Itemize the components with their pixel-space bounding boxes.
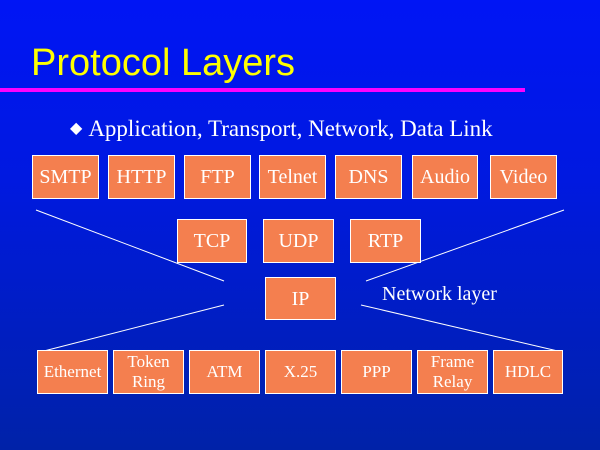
box-video: Video (490, 155, 557, 199)
box-ftp: FTP (184, 155, 251, 199)
box-telnet: Telnet (259, 155, 326, 199)
slide-title: Protocol Layers (31, 42, 296, 84)
box-frame-relay: Frame Relay (417, 350, 488, 394)
box-ppp: PPP (341, 350, 412, 394)
box-smtp: SMTP (32, 155, 99, 199)
title-underline (0, 88, 525, 92)
box-ethernet: Ethernet (37, 350, 108, 394)
line-app-right (365, 209, 565, 282)
box-audio: Audio (412, 155, 478, 199)
box-hdlc: HDLC (493, 350, 563, 394)
box-token-ring: Token Ring (113, 350, 184, 394)
bullet-text: Application, Transport, Network, Data Li… (88, 116, 493, 141)
box-rtp: RTP (350, 219, 421, 263)
box-http: HTTP (108, 155, 175, 199)
box-ip: IP (265, 277, 336, 320)
diamond-bullet-icon: ◆ (70, 120, 83, 137)
box-dns: DNS (335, 155, 402, 199)
box-x25: X.25 (265, 350, 336, 394)
box-tcp: TCP (177, 219, 247, 263)
line-link-right (360, 304, 563, 353)
network-layer-label: Network layer (382, 283, 497, 305)
box-udp: UDP (263, 219, 334, 263)
line-link-left (39, 304, 225, 353)
box-atm: ATM (189, 350, 260, 394)
bullet-point: ◆ Application, Transport, Network, Data L… (70, 116, 493, 142)
line-app-left (35, 209, 225, 282)
